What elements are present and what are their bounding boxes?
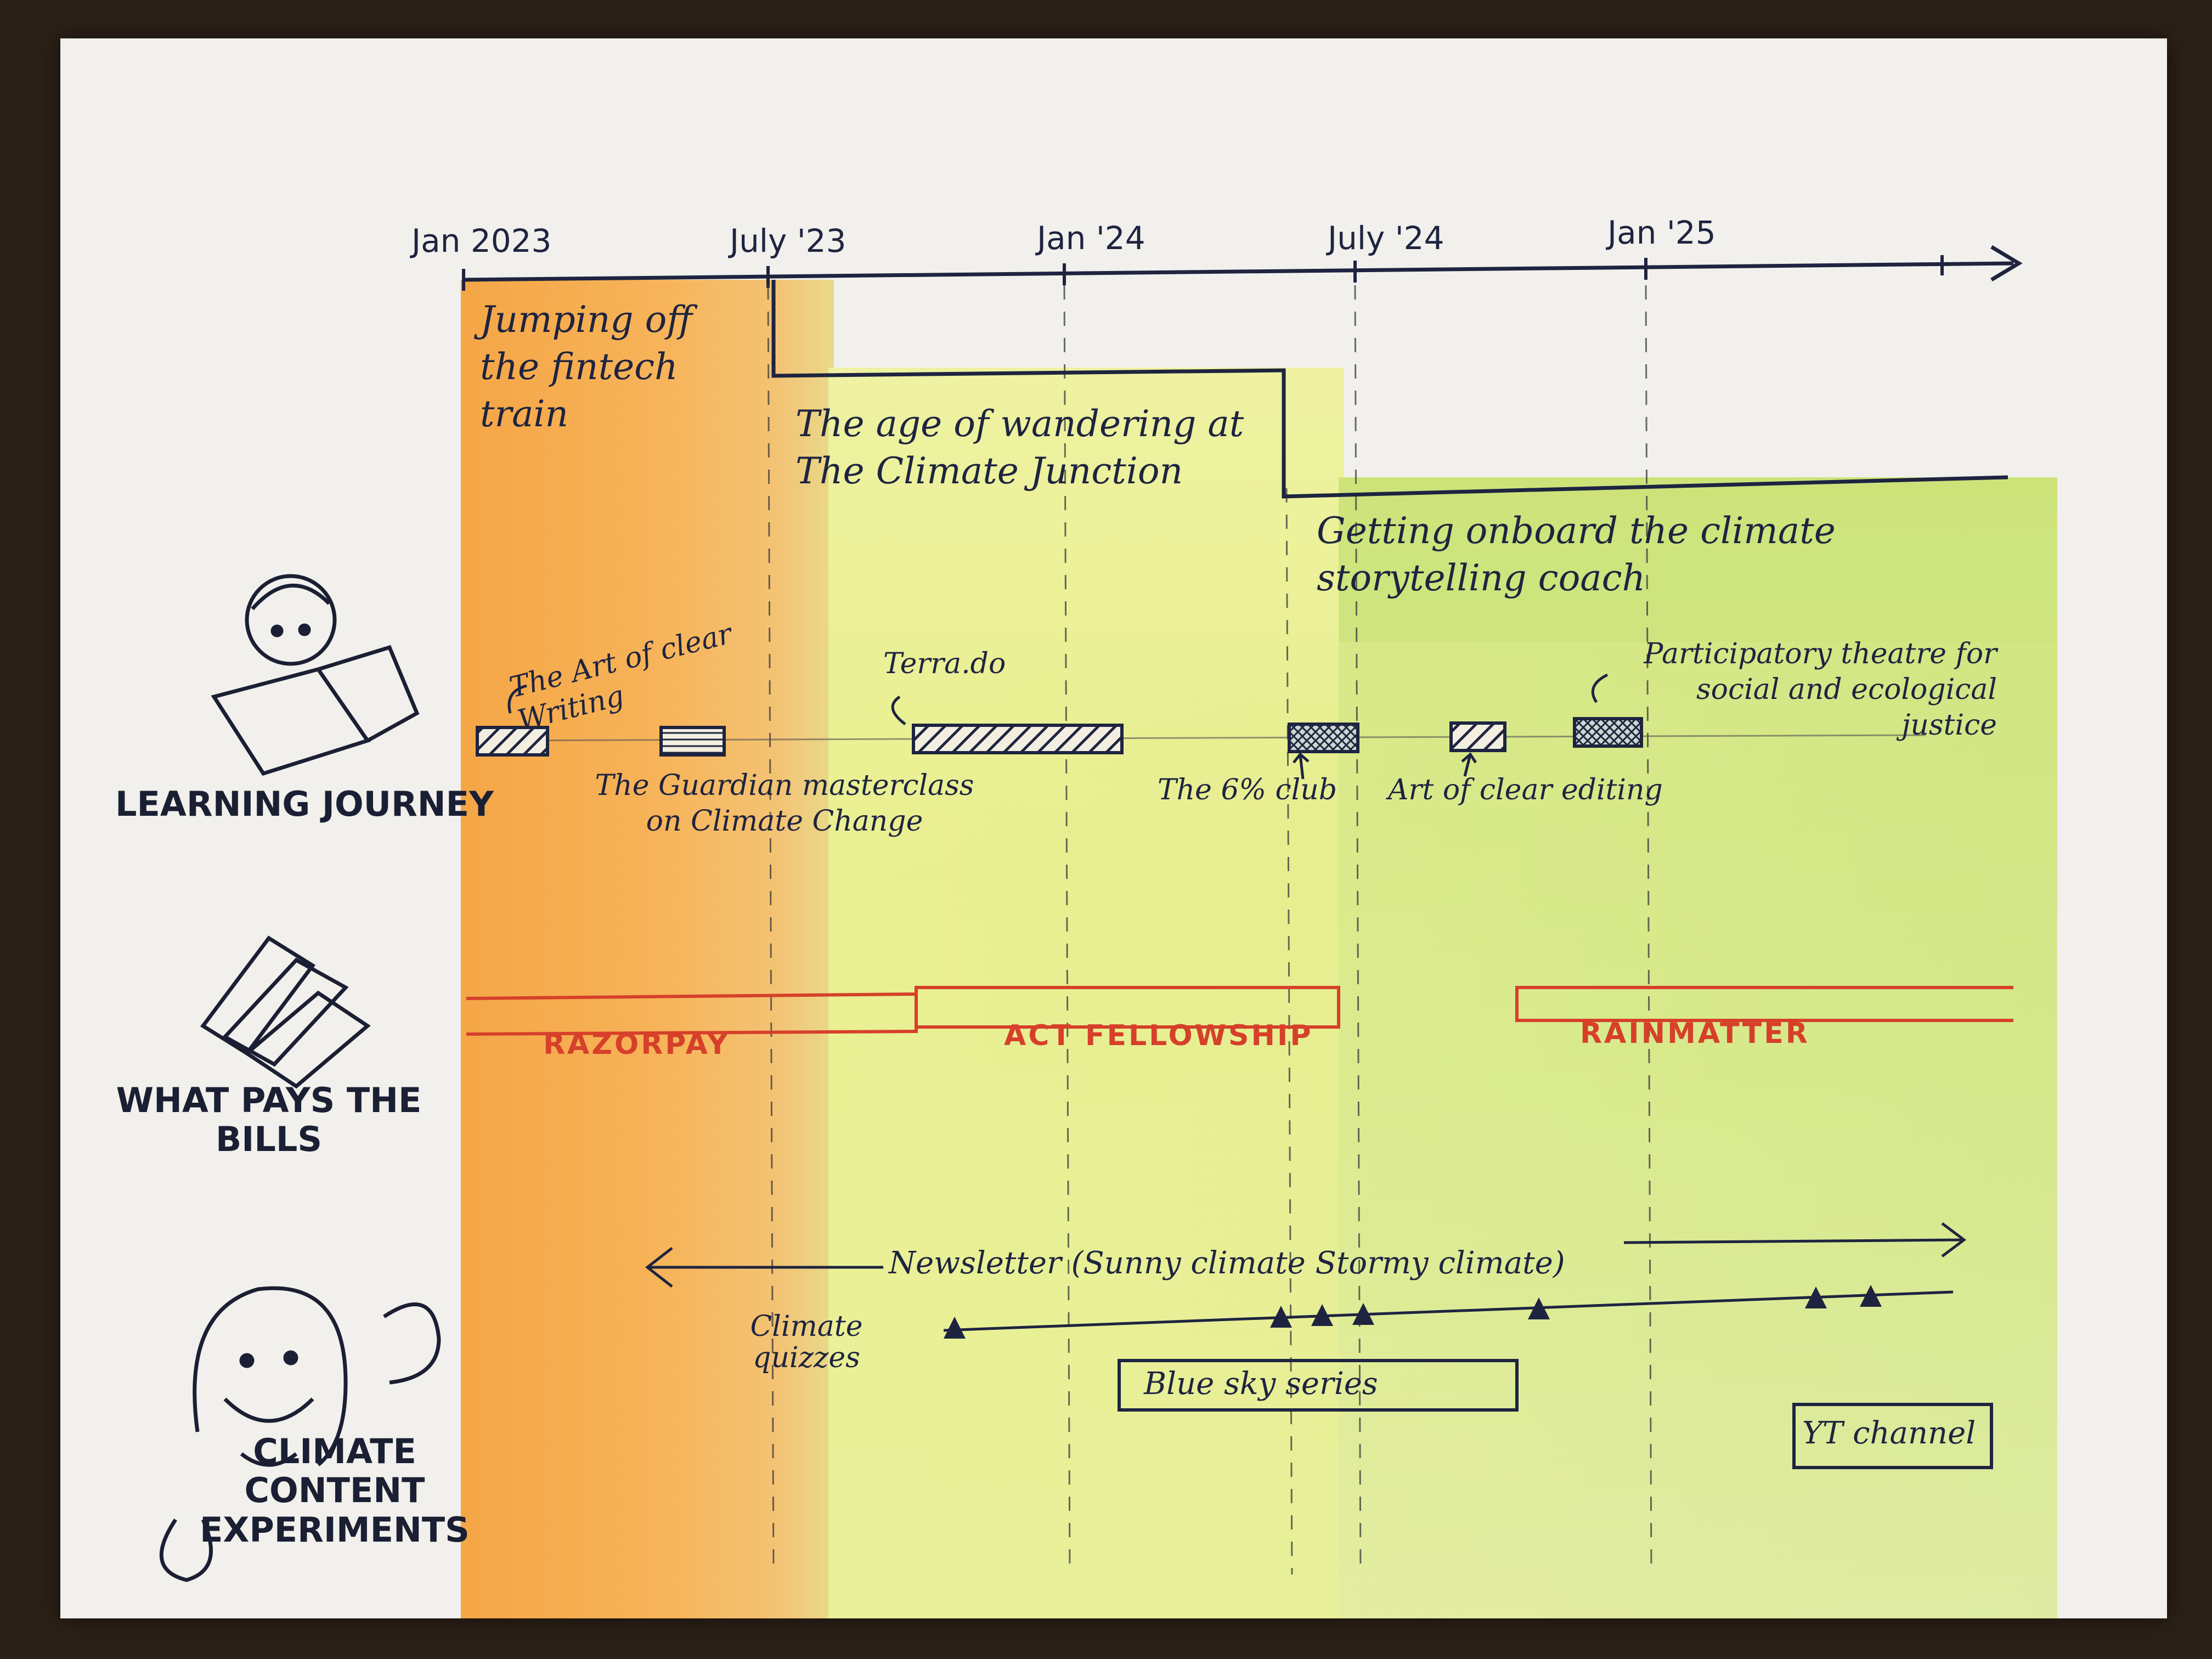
newsletter-arrow-right xyxy=(1623,1238,1965,1244)
guide-july-23 xyxy=(767,285,775,1575)
quiz-marker xyxy=(1860,1285,1882,1307)
job-box-act xyxy=(915,986,1340,1029)
newsletter-arrowhead-right xyxy=(1941,1222,1967,1257)
quiz-marker xyxy=(1311,1304,1333,1326)
phase-label-storytelling: Getting onboard the climate storytelling… xyxy=(1317,510,1836,599)
pointer-6club xyxy=(1293,752,1310,780)
phase-fintech-wash xyxy=(461,280,834,1618)
label-terra-do: Terra.do xyxy=(883,647,1006,680)
timeline-arrowhead xyxy=(1990,245,2023,282)
pointer-terra xyxy=(891,695,906,725)
bar-6-percent-club xyxy=(1288,723,1359,753)
newsletter-label: Newsletter (Sunny climate Stormy climate… xyxy=(889,1245,1565,1281)
row-label-bills: WHAT PAYS THE BILLS xyxy=(116,1080,422,1160)
wash-overlay xyxy=(828,642,2057,1618)
bar-art-of-clear-writing xyxy=(476,726,549,757)
quiz-marker xyxy=(944,1317,966,1339)
phase-label-fintech: Jumping off the fintech train xyxy=(480,298,693,435)
row-label-content: CLIMATE CONTENT EXPERIMENTS xyxy=(200,1431,470,1550)
guide-july-24b xyxy=(1354,285,1362,1575)
blue-sky-box xyxy=(1118,1359,1519,1412)
quiz-marker xyxy=(1805,1286,1827,1308)
tick-label-july-23: July '23 xyxy=(730,222,847,259)
job-box-rainmatter xyxy=(1515,986,2013,1022)
newsletter-arrowhead-left xyxy=(645,1247,673,1288)
guide-jan-25 xyxy=(1645,285,1652,1575)
label-guardian-masterclass: The Guardian masterclass on Climate Chan… xyxy=(595,769,974,838)
reader-doodle xyxy=(211,574,420,776)
row-label-learning: LEARNING JOURNEY xyxy=(115,784,494,824)
yt-label: YT channel xyxy=(1802,1415,1976,1451)
job-label-rainmatter: RAINMATTER xyxy=(1580,1017,1810,1050)
job-label-act-fellowship: ACT FELLOWSHIP xyxy=(1004,1019,1313,1052)
creator-doodle xyxy=(159,1286,441,1582)
job-label-razorpay: RAZORPAY xyxy=(543,1028,730,1061)
phase-label-wandering: The age of wandering at The Climate Junc… xyxy=(795,403,1244,492)
money-doodle xyxy=(200,935,371,1089)
yt-box xyxy=(1792,1403,1993,1469)
diagram-lines xyxy=(159,245,2023,1582)
label-participatory-theatre: Participatory theatre for social and eco… xyxy=(1644,637,1997,742)
bar-guardian-masterclass xyxy=(659,726,726,757)
quiz-marker xyxy=(1270,1306,1292,1328)
tick-label-july-24: July '24 xyxy=(1328,219,1444,257)
timeline-axis xyxy=(463,261,2014,282)
blue-sky-label: Blue sky series xyxy=(1144,1366,1378,1402)
phase-step-line xyxy=(771,280,2008,499)
guide-july-24 xyxy=(1285,488,1293,1575)
quizzes-label: Climate quizzes xyxy=(750,1310,863,1375)
tick-label-jan-2023: Jan 2023 xyxy=(411,222,552,259)
pointer-clear-editing xyxy=(1461,752,1477,777)
bar-participatory-theatre xyxy=(1573,717,1643,748)
quiz-markers xyxy=(944,1285,1882,1339)
quiz-marker xyxy=(1528,1297,1550,1319)
tick-label-jan-25: Jan '25 xyxy=(1607,214,1716,251)
label-art-of-clear-editing: Art of clear editing xyxy=(1388,774,1663,806)
pointer-art-writing xyxy=(507,684,527,714)
guide-jan-24 xyxy=(1063,285,1071,1575)
tick-label-jan-24: Jan '24 xyxy=(1037,219,1146,257)
bar-terra-do xyxy=(912,724,1124,754)
paper-sheet: Jan 2023 July '23 Jan '24 July '24 Jan '… xyxy=(60,38,2167,1618)
pointer-participatory xyxy=(1591,673,1609,703)
label-6-percent-club: The 6% club xyxy=(1158,774,1338,806)
quizzes-line xyxy=(943,1290,1954,1332)
bar-art-of-clear-editing xyxy=(1449,721,1506,752)
quiz-marker xyxy=(1352,1303,1374,1325)
